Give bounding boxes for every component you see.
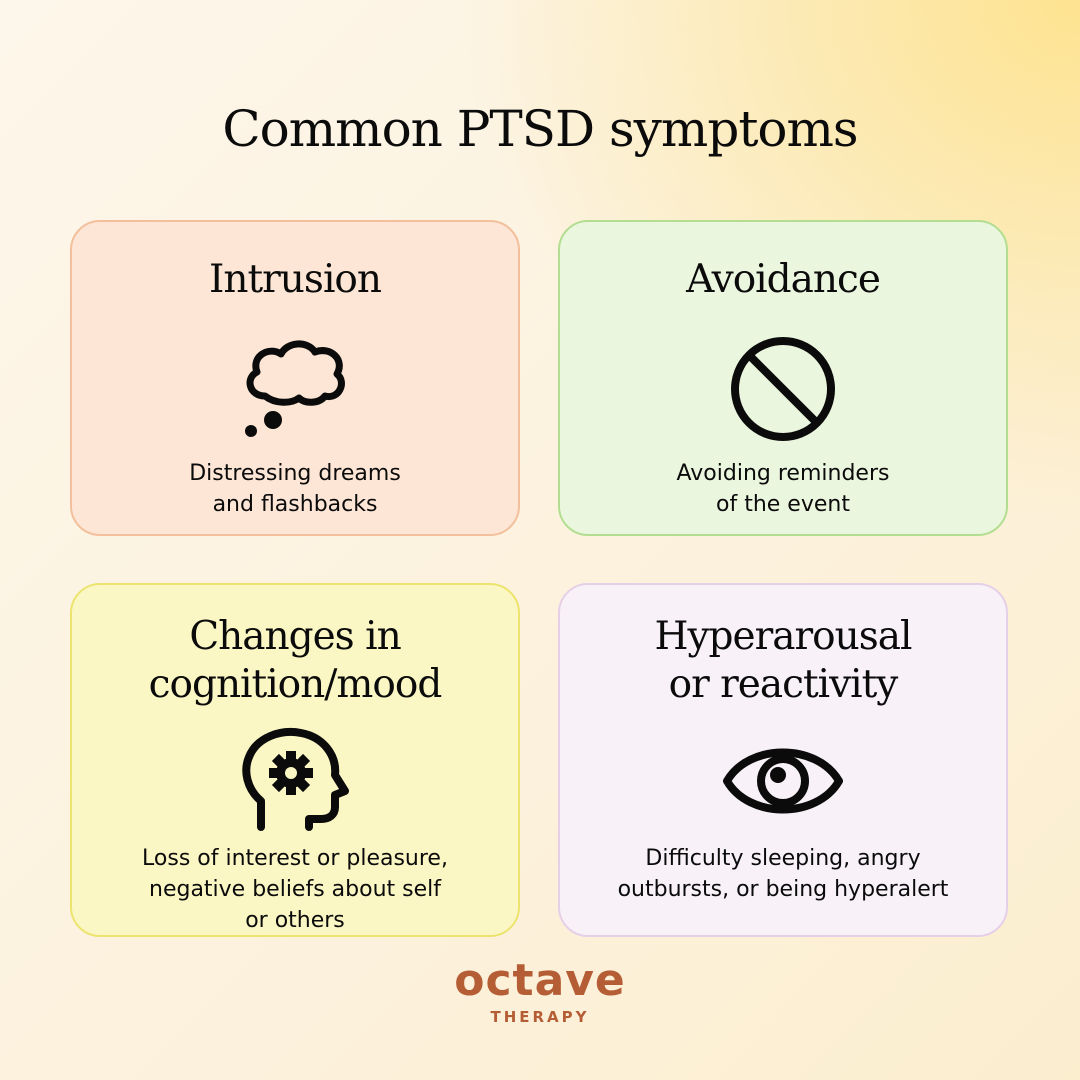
card-description: Distressing dreams and flashbacks <box>189 461 401 517</box>
card-description: Avoiding reminders of the event <box>676 461 890 517</box>
card-hyperarousal: Hyperarousal or reactivity Difficulty sl… <box>558 583 1008 937</box>
card-intrusion: Intrusion Distressing dreams and flashba… <box>70 220 520 536</box>
prohibited-icon <box>731 337 835 441</box>
brand-logo-subtitle: THERAPY <box>490 1008 590 1026</box>
card-heading: Intrusion <box>208 257 382 302</box>
card-description: Loss of interest or pleasure, negative b… <box>142 846 448 933</box>
eye-icon <box>723 748 843 814</box>
brand-logo-name: octave <box>454 955 626 1006</box>
card-avoidance: Avoidance Avoiding reminders of the even… <box>558 220 1008 536</box>
card-heading: Avoidance <box>686 257 881 302</box>
thought-bubble-icon <box>245 340 345 437</box>
card-heading: Hyperarousal or reactivity <box>654 614 913 707</box>
card-description: Difficulty sleeping, angry outbursts, or… <box>617 846 949 902</box>
card-cognition-mood: Changes in cognition/mood Loss of intere… <box>70 583 520 937</box>
page-title: Common PTSD symptoms <box>222 100 858 158</box>
card-heading: Changes in cognition/mood <box>148 614 443 707</box>
head-gear-icon <box>242 728 349 831</box>
